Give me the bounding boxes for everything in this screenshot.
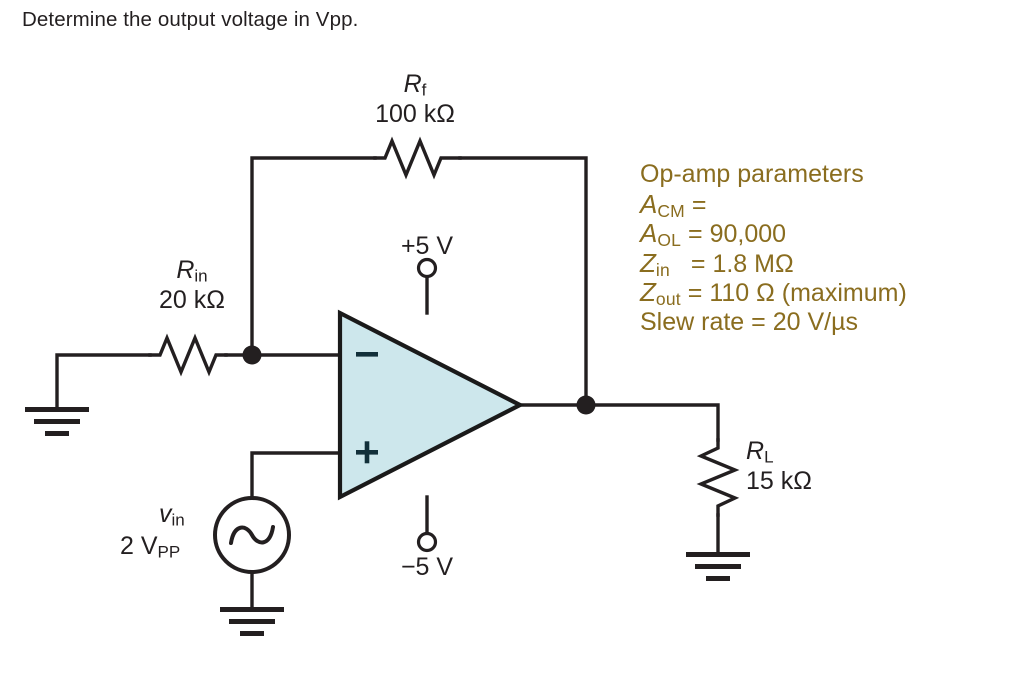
wire-source-to-noninverting-input	[250, 451, 342, 500]
rin-value: 20 kΩ	[159, 285, 225, 314]
aol-symbol: A	[640, 218, 658, 248]
rf-subscript: f	[421, 80, 427, 100]
label-input-resistor: Rin 20 kΩ	[132, 256, 252, 314]
junction-dot-inverting-node	[242, 345, 262, 365]
zin-equals: =	[690, 249, 706, 278]
acm-subscript: CM	[657, 200, 685, 221]
resistor-rin-body	[148, 333, 228, 377]
wire-ground-to-rin	[55, 353, 152, 412]
label-negative-supply: −5 V	[400, 553, 454, 581]
rin-symbol: R	[176, 256, 195, 284]
negative-supply-terminal	[416, 531, 438, 553]
rf-value: 100 kΩ	[375, 99, 455, 128]
vin-symbol: v	[159, 500, 172, 528]
param-row-zin: Zin = 1.8 MΩ	[640, 247, 907, 280]
param-row-acm: ACM =	[640, 188, 907, 221]
opamp-inverting-sign	[356, 352, 378, 357]
rin-subscript: in	[194, 266, 208, 286]
label-load-resistor: RL 15 kΩ	[746, 437, 812, 495]
rl-symbol: R	[746, 437, 765, 465]
param-row-zout: Zout = 110 Ω (maximum)	[640, 277, 907, 309]
resistor-rl-body	[696, 438, 740, 517]
aol-equals: =	[688, 220, 703, 248]
zout-value: 110 Ω (maximum)	[709, 279, 907, 307]
vin-value-number: 2 V	[120, 532, 158, 560]
zin-symbol: Z	[640, 247, 656, 278]
rf-symbol: R	[403, 70, 422, 98]
vin-subscript: in	[171, 510, 185, 530]
slew-rate-equals: =	[751, 307, 766, 336]
label-positive-supply: +5 V	[400, 232, 454, 260]
junction-dot-output-node	[576, 395, 596, 415]
zout-symbol: Z	[640, 277, 656, 307]
slew-rate-value: 20 V/µs	[772, 307, 859, 336]
ground-symbol-source	[220, 607, 284, 636]
param-row-slew-rate: Slew rate = 20 V/µs	[640, 308, 907, 338]
aol-subscript: OL	[657, 229, 682, 250]
label-source-value: 2 VPP	[120, 532, 180, 562]
aol-value: 90,000	[709, 220, 787, 248]
label-feedback-resistor: Rf 100 kΩ	[360, 70, 470, 128]
rl-subscript: L	[764, 447, 774, 467]
opamp-noninverting-sign	[356, 441, 378, 464]
opamp-triangle	[337, 309, 525, 501]
label-source-symbol: vin	[159, 500, 185, 530]
wire-output	[518, 403, 720, 442]
acm-equals: =	[691, 190, 707, 219]
acm-symbol: A	[640, 188, 658, 219]
page-title: Determine the output voltage in Vpp.	[22, 8, 359, 31]
slew-rate-label: Slew rate	[640, 307, 745, 336]
ground-symbol-input	[25, 407, 89, 436]
zin-value: 1.8 MΩ	[712, 249, 794, 278]
zin-subscript: in	[655, 259, 670, 280]
wire-feedback-left	[250, 156, 377, 357]
zout-equals: =	[687, 279, 703, 307]
wire-feedback-right	[458, 156, 588, 407]
rl-value: 15 kΩ	[746, 466, 812, 495]
params-title: Op-amp parameters	[640, 160, 864, 188]
param-row-aol: AOL = 90,000	[640, 218, 907, 250]
resistor-rf-body	[373, 136, 462, 180]
positive-supply-terminal	[416, 257, 438, 279]
ground-symbol-load	[686, 552, 750, 581]
opamp-parameters-block: Op-amp parameters ACM = AOL = 90,000 Zin…	[640, 160, 907, 337]
zout-subscript: out	[655, 288, 681, 309]
ac-source-sine-icon	[229, 525, 275, 545]
vin-value-subscript: PP	[157, 542, 181, 562]
